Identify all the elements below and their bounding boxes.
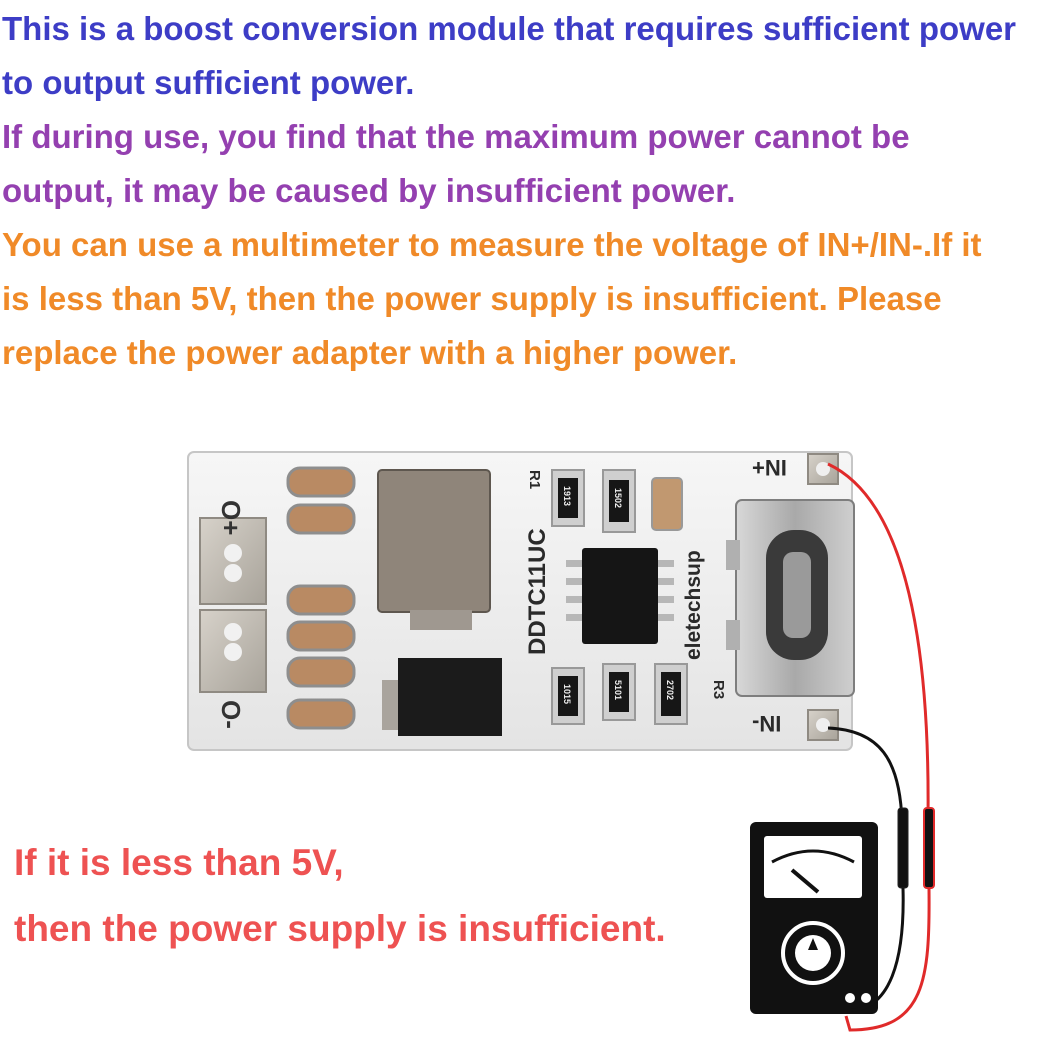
capacitor-small: [651, 477, 683, 531]
description-line-4: output, it may be caused by insufficient…: [2, 172, 736, 209]
board-model-label: DDTC11UC: [524, 528, 551, 655]
boost-ic-chip: [566, 548, 674, 644]
r3-label: R3: [710, 680, 727, 699]
svg-text:2702: 2702: [665, 680, 675, 700]
red-probe-wire: [827, 462, 930, 821]
power-inductor: [377, 469, 491, 630]
resistor-top-2: 1502: [602, 469, 636, 533]
resistor-bottom-3: 2702: [654, 663, 688, 725]
usb-c-connector-icon: [726, 499, 855, 697]
description-line-5: You can use a multimeter to measure the …: [2, 226, 982, 263]
description-line-2: to output sufficient power.: [2, 64, 415, 101]
svg-text:5101: 5101: [613, 680, 623, 700]
svg-text:1015: 1015: [562, 684, 572, 704]
resistor-bottom-1: 1015: [551, 667, 585, 725]
description-line-1: This is a boost conversion module that r…: [2, 10, 1017, 47]
multimeter-icon: [750, 807, 935, 1032]
input-plus-label: IN+: [752, 455, 787, 480]
warning-line-1: If it is less than 5V,: [14, 842, 344, 883]
output-plus-label: O+: [216, 500, 246, 535]
description-line-3: If during use, you find that the maximum…: [2, 118, 910, 155]
capacitor-bank: [286, 466, 356, 730]
output-terminal-plus: [199, 517, 267, 605]
resistor-bottom-2: 5101: [602, 663, 636, 721]
svg-text:1502: 1502: [613, 488, 623, 508]
board-brand-label: eletechsup: [682, 550, 705, 660]
warning-line-2: then the power supply is insufficient.: [14, 908, 666, 949]
output-minus-label: O-: [216, 700, 246, 729]
input-minus-label: IN-: [752, 711, 781, 736]
svg-text:1913: 1913: [562, 486, 572, 506]
schottky-diode: [382, 658, 502, 736]
black-probe-wire: [827, 726, 904, 823]
description-line-6: is less than 5V, then the power supply i…: [2, 280, 942, 317]
resistor-top-1: 1913: [551, 469, 585, 527]
input-pad-plus: [807, 453, 839, 485]
output-terminal-minus: [199, 609, 267, 693]
description-line-7: replace the power adapter with a higher …: [2, 334, 738, 371]
input-pad-minus: [807, 709, 839, 741]
r1-label: R1: [526, 470, 543, 489]
